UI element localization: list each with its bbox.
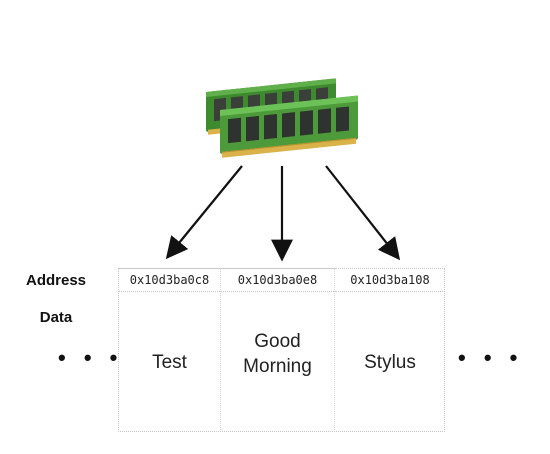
address-cell-1: 0x10d3ba0e8 <box>221 268 334 292</box>
ellipsis-left: • • • <box>58 345 124 370</box>
data-cell-text: Good <box>254 331 301 352</box>
address-cell-0: 0x10d3ba0c8 <box>119 268 220 292</box>
data-cell-text: Test <box>152 351 187 373</box>
data-cell-0: Test <box>119 291 220 433</box>
data-cell-2: Stylus <box>335 291 445 433</box>
address-cell-2: 0x10d3ba108 <box>335 268 445 292</box>
arrow-to-cell-2 <box>325 165 401 261</box>
data-cell-text: Morning <box>243 356 312 377</box>
ram-memory-icon <box>206 78 358 158</box>
data-cell-text: Stylus <box>364 351 416 373</box>
data-row-label: Data <box>39 309 73 326</box>
address-row-label: Address <box>25 272 87 289</box>
ellipsis-right: • • • <box>458 345 524 370</box>
data-cell-1: Good Morning <box>221 283 334 425</box>
arrow-to-cell-0 <box>165 165 243 260</box>
